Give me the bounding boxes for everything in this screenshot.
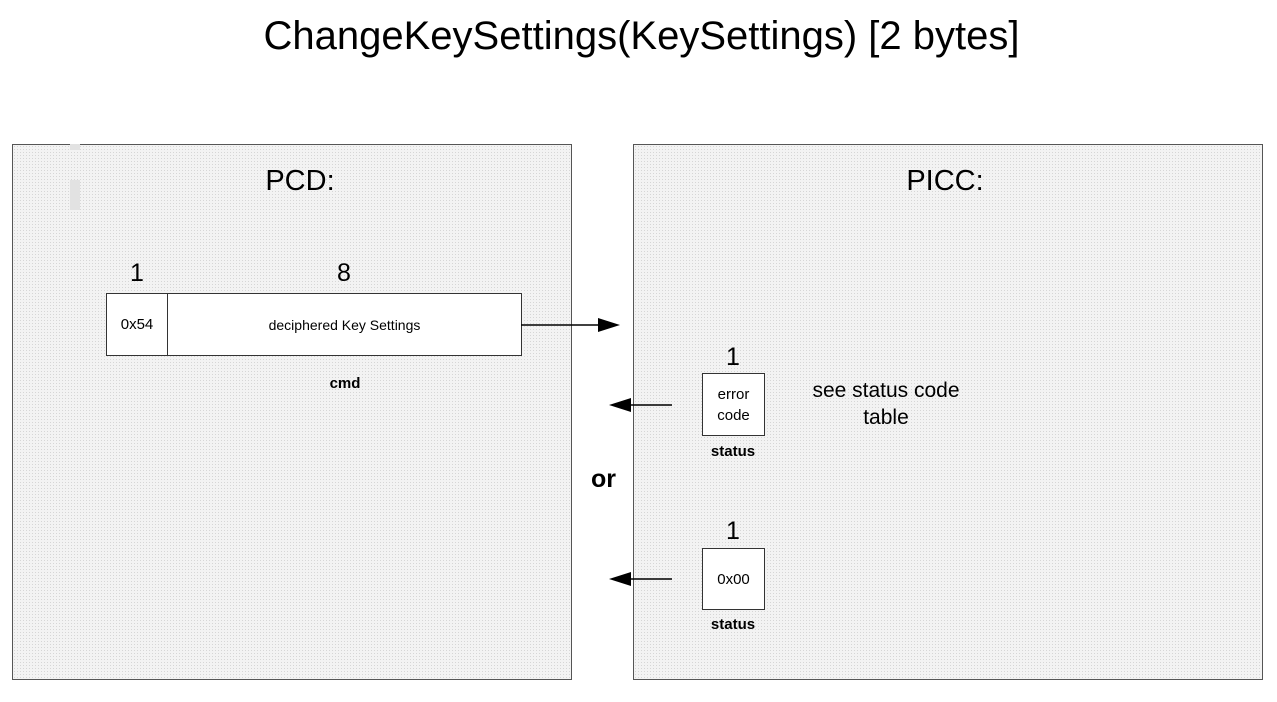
picc-title: PICC: (906, 165, 984, 197)
error-status-byte-size: 1 (726, 343, 740, 371)
ok-status-cell: 0x00 (702, 548, 765, 610)
ok-response-arrow-icon (609, 572, 672, 586)
status-code-note: see status code table (812, 379, 960, 429)
command-arrow-icon (521, 318, 620, 332)
pcd-panel (12, 144, 572, 680)
diagram-title: ChangeKeySettings(KeySettings) [2 bytes] (263, 14, 1020, 58)
cmd-byte-size: 1 (130, 259, 144, 287)
error-code-cell: error code (702, 373, 765, 436)
pcd-title: PCD: (265, 165, 335, 197)
error-status-label: status (710, 443, 756, 460)
cmd-byte-cell: 0x54 (106, 293, 168, 356)
error-response-arrow-icon (609, 398, 672, 412)
cmd-frame-label: cmd (329, 375, 361, 392)
key-settings-byte-size: 8 (337, 259, 351, 287)
scan-mark (70, 144, 80, 150)
ok-status-byte-size: 1 (726, 517, 740, 545)
scan-mark (70, 180, 80, 210)
key-settings-cell: deciphered Key Settings (167, 293, 522, 356)
ok-status-label: status (710, 616, 756, 633)
or-separator: or (591, 465, 616, 493)
